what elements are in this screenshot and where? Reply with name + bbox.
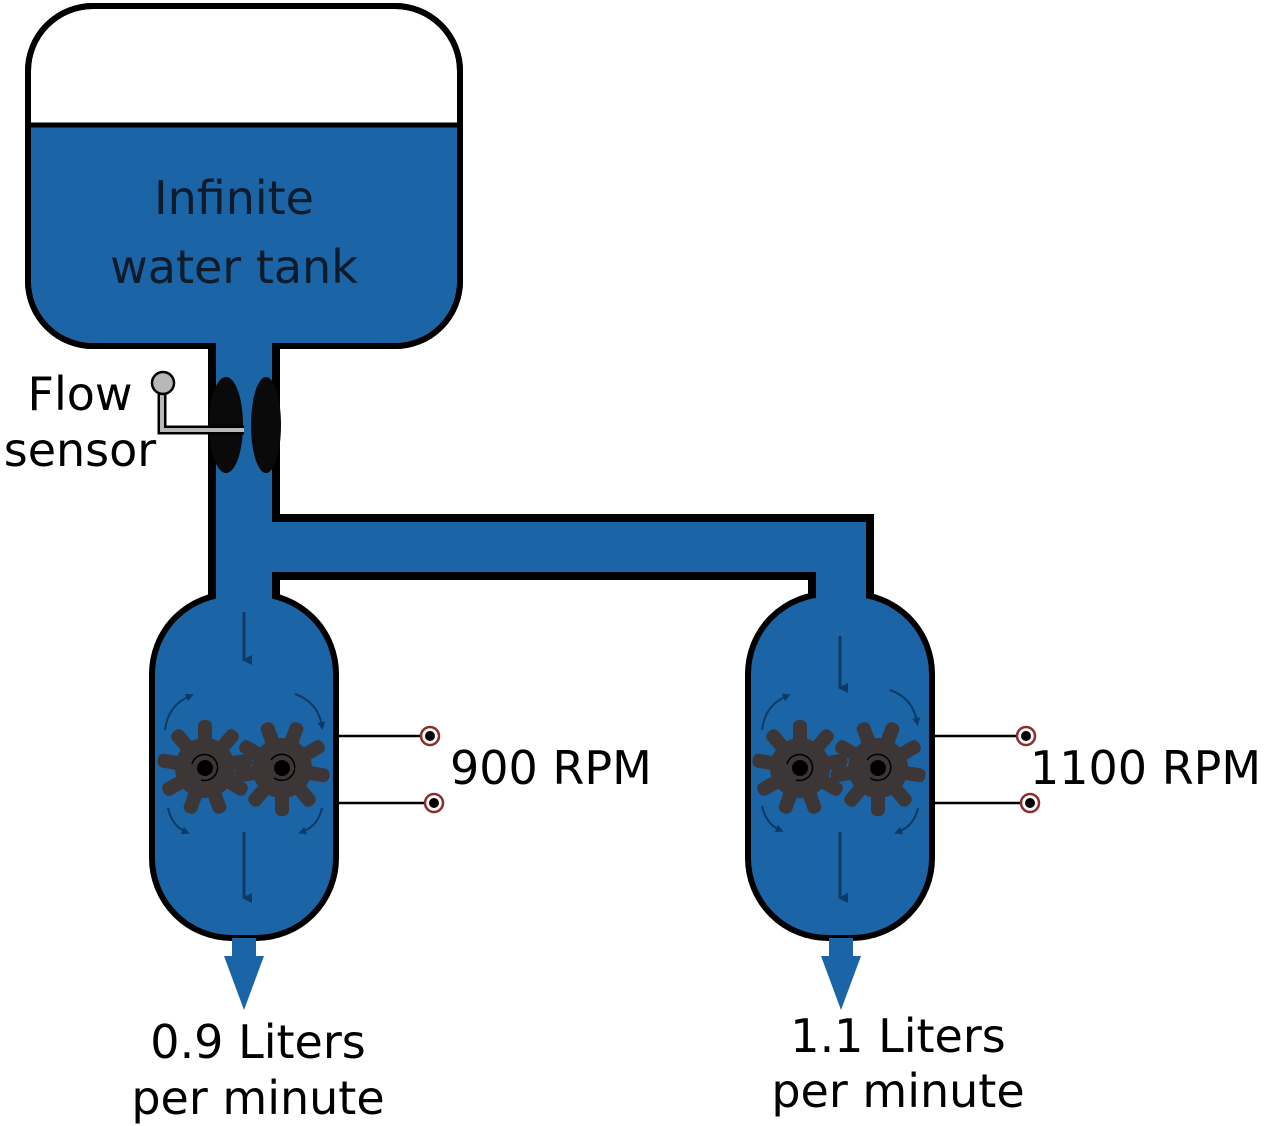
- water-tank: Infinite water tank: [25, 3, 463, 349]
- sensor-label-line2: sensor: [4, 423, 157, 477]
- pump-right-flow-line1: 1.1 Liters: [790, 1009, 1005, 1063]
- flow-sensor: Flow sensor: [4, 367, 281, 477]
- pump-right-flow-line2: per minute: [771, 1064, 1024, 1118]
- pump-left-flow-line1: 0.9 Liters: [150, 1015, 365, 1069]
- tank-label-line1: Infinite: [154, 171, 314, 225]
- tank-label-line2: water tank: [110, 240, 358, 294]
- pump-left: 900 RPM 0.9 Liters per minute: [131, 582, 652, 1125]
- sensor-label-line1: Flow: [27, 367, 132, 421]
- pipe-network: [208, 330, 874, 632]
- pump-left-rpm: 900 RPM: [450, 741, 652, 795]
- pump-left-flow-line2: per minute: [131, 1071, 384, 1125]
- pump-right-rpm: 1100 RPM: [1030, 741, 1261, 795]
- pump-right: 1100 RPM 1.1 Liters per minute: [745, 582, 1261, 1118]
